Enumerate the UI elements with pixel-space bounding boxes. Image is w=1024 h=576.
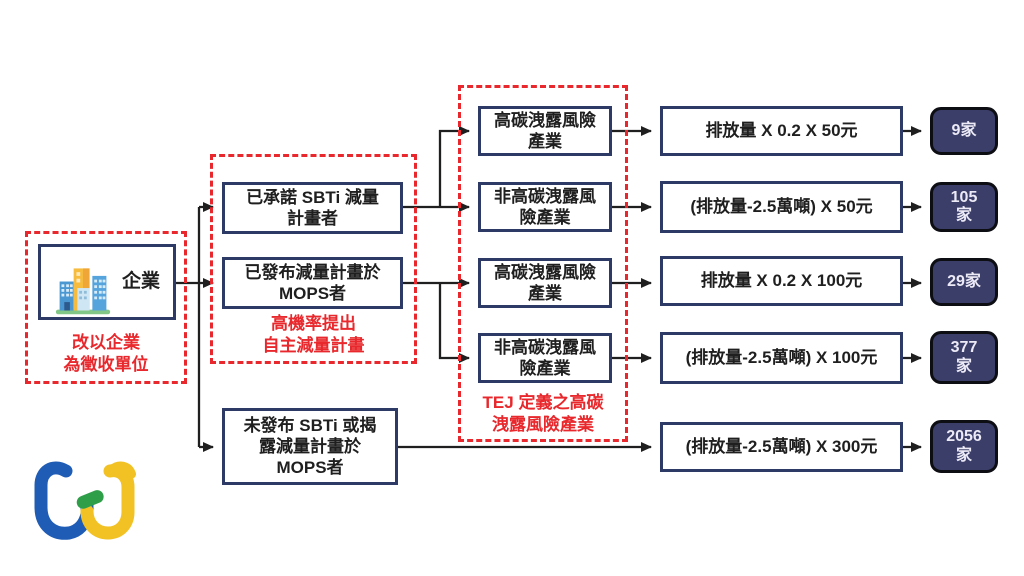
formula-node-2: (排放量-2.5萬噸) X 50元 [660, 181, 903, 233]
industry-node-high-risk-1: 高碳洩露風險 產業 [478, 106, 612, 156]
plan-group-frame [210, 154, 417, 364]
plan-node-mops: 已發布減量計畫於 MOPS者 [222, 257, 403, 309]
formula-label: 排放量 X 0.2 X 100元 [700, 271, 863, 291]
industry-node-label: 非高碳洩露風 險產業 [494, 337, 596, 378]
formula-label: (排放量-2.5萬噸) X 100元 [685, 348, 878, 368]
count-badge-4: 377 家 [930, 331, 998, 384]
formula-label: (排放量-2.5萬噸) X 50元 [690, 197, 873, 217]
formula-label: 排放量 X 0.2 X 50元 [705, 121, 858, 141]
count-badge-5: 2056 家 [930, 420, 998, 473]
entity-caption: 改以企業 為徵收單位 [63, 333, 149, 375]
entity-group-frame [25, 231, 187, 384]
formula-node-4: (排放量-2.5萬噸) X 100元 [660, 332, 903, 384]
industry-node-non-high-risk-1: 非高碳洩露風 險產業 [478, 182, 612, 232]
count-badge-3: 29家 [930, 258, 998, 306]
no-plan-node-label: 未發布 SBTi 或揭 露減量計畫於 MOPS者 [243, 415, 377, 478]
industry-node-label: 高碳洩露風險 產業 [494, 262, 596, 303]
formula-label: (排放量-2.5萬噸) X 300元 [685, 437, 878, 457]
industry-node-label: 高碳洩露風險 產業 [494, 110, 596, 151]
building-icon [54, 241, 112, 323]
formula-node-3: 排放量 X 0.2 X 100元 [660, 256, 903, 306]
formula-node-1: 排放量 X 0.2 X 50元 [660, 106, 903, 156]
plan-node-mops-label: 已發布減量計畫於 MOPS者 [244, 262, 381, 303]
industry-group-frame [458, 85, 628, 442]
count-badge-2: 105 家 [930, 182, 998, 232]
industry-node-label: 非高碳洩露風 險產業 [494, 186, 596, 227]
industry-node-high-risk-2: 高碳洩露風險 產業 [478, 258, 612, 308]
industry-node-non-high-risk-2: 非高碳洩露風 險產業 [478, 333, 612, 383]
plan-group-caption: 高機率提出 自主減量計畫 [262, 314, 365, 356]
no-plan-node: 未發布 SBTi 或揭 露減量計畫於 MOPS者 [222, 408, 398, 485]
industry-group-caption: TEJ 定義之高碳 洩露風險產業 [482, 393, 604, 435]
plan-node-sbti-label: 已承諾 SBTi 減量 計畫者 [246, 187, 379, 228]
entity-label: 企業 [121, 271, 160, 293]
plan-node-sbti: 已承諾 SBTi 減量 計畫者 [222, 182, 403, 234]
tej-logo [30, 455, 140, 547]
count-badge-1: 9家 [930, 107, 998, 155]
formula-node-5: (排放量-2.5萬噸) X 300元 [660, 422, 903, 472]
entity-box: 企業 [38, 244, 176, 320]
